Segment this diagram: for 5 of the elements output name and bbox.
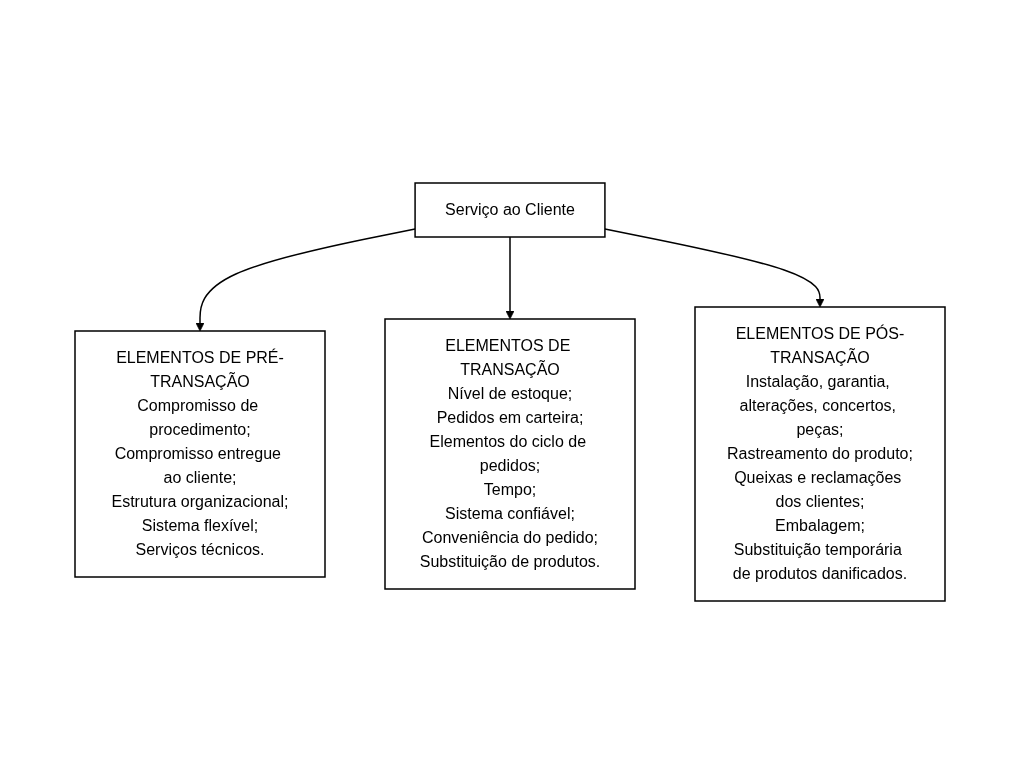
arrow — [505, 235, 514, 319]
node-box: ELEMENTOS DE TRANSAÇÃO Nível de estoque; Pedidos em carteira; Elementos do ciclo de pedidos; Tempo; Sistema confiável; Conveniência do pedido; Substituição de produtos. — [383, 317, 636, 590]
node-box: Serviço ao Cliente — [413, 181, 606, 238]
node-box: ELEMENTOS DE PÓS-TRANSAÇÃO Instalação, garantia, alterações, concertos, peças; Rastreamento do produto; Queixas e reclamações dos clientes; Embalagem; Substituição temporária de produtos danificados. — [693, 305, 946, 602]
node-box: ELEMENTOS DE PRÉ-TRANSAÇÃO Compromisso de procedimento; Compromisso entregue ao cliente; Estrutura organizacional; Sistema flexível; Serviços técnicos. — [73, 329, 326, 578]
